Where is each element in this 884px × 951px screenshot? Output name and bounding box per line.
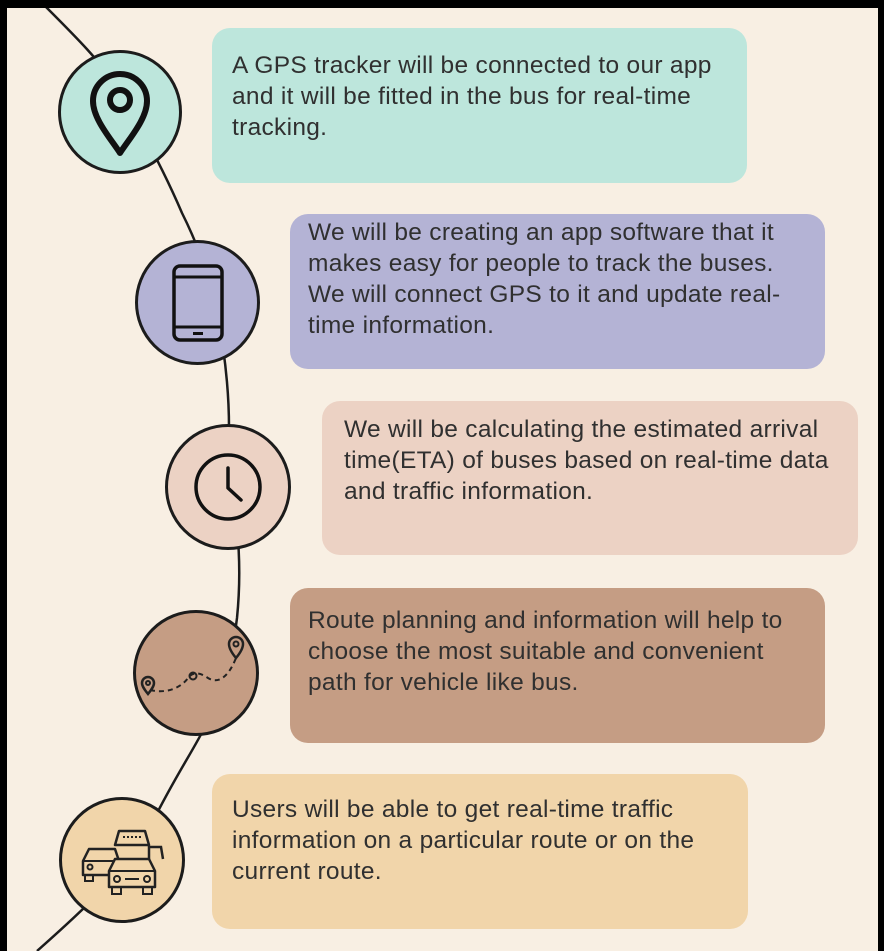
smartphone-icon [171,263,224,342]
clock-icon [194,453,262,521]
step-3-node [165,424,291,550]
step-3-text: We will be calculating the estimated arr… [344,416,829,505]
step-1-card: A GPS tracker will be connected to our a… [212,28,747,183]
step-4-card: Route planning and information will help… [290,588,825,743]
step-2-node [135,240,260,365]
step-5-node [59,797,185,923]
step-5-card: Users will be able to get real-time traf… [212,774,748,929]
step-2-text: We will be creating an app software that… [308,219,781,339]
traffic-cars-icon [81,829,165,895]
step-4-node [133,610,259,736]
step-2-card: We will be creating an app software that… [290,214,825,369]
infographic-panel: A GPS tracker will be connected to our a… [7,8,878,951]
step-1-node [58,50,182,174]
step-4-text: Route planning and information will help… [308,607,783,696]
location-pin-icon [90,71,150,156]
step-3-card: We will be calculating the estimated arr… [322,401,858,555]
step-5-text: Users will be able to get real-time traf… [232,796,695,885]
step-1-text: A GPS tracker will be connected to our a… [232,52,712,141]
route-map-icon [140,635,245,697]
